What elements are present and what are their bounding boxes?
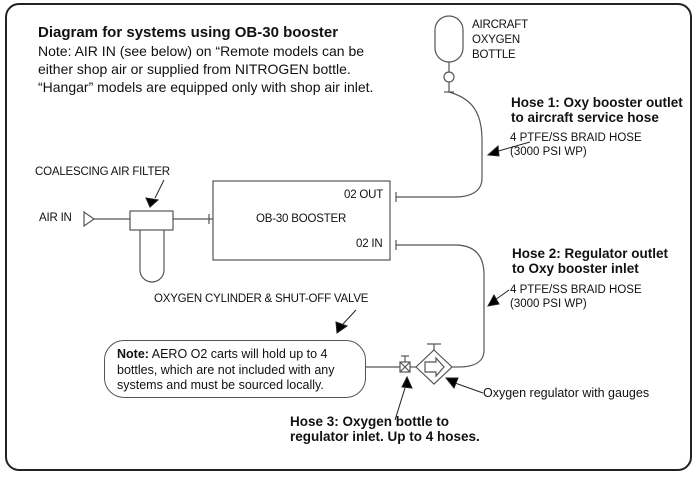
label-line: regulator inlet. Up to 4 hoses.: [290, 429, 480, 444]
booster-label: OB-30 BOOSTER: [256, 213, 347, 225]
hose-2-spec: 4 PTFE/SS BRAID HOSE (3000 PSI WP): [510, 283, 642, 311]
o2-in-label: 02 IN: [356, 238, 383, 250]
label-line: 4 PTFE/SS BRAID HOSE: [510, 284, 642, 296]
arrow-hose2: [487, 293, 500, 307]
hose-1-spec: 4 PTFE/SS BRAID HOSE (3000 PSI WP): [510, 131, 642, 159]
arrow-filter: [145, 197, 160, 208]
hose-1-line: [396, 91, 483, 198]
note-box-text: AERO O2 carts will hold up to 4 bottles,…: [117, 347, 335, 392]
arrow-hose1: [486, 144, 500, 157]
note-box-bold: Note:: [117, 347, 149, 361]
label-line: (3000 PSI WP): [510, 146, 587, 158]
label-line: OXYGEN: [472, 34, 521, 46]
regulator-label: Oxygen regulator with gauges: [483, 386, 650, 400]
label-line: to Oxy booster inlet: [512, 261, 639, 276]
diagram-frame: [5, 3, 692, 471]
arrow-cylinder: [335, 321, 349, 334]
header-note: Note: AIR IN (see below) on “Remote mode…: [38, 42, 373, 96]
ob30-booster-box: [212, 180, 391, 261]
note-line: Note: AIR IN (see below) on “Remote mode…: [38, 43, 365, 59]
arrow-hose3: [401, 375, 413, 389]
air-filter-bowl: [139, 230, 165, 283]
label-line: 4 PTFE/SS BRAID HOSE: [510, 132, 642, 144]
note-box: Note: AERO O2 carts will hold up to 4 bo…: [104, 340, 366, 398]
label-line: BOTTLE: [472, 49, 516, 61]
aircraft-bottle-label: AIRCRAFT OXYGEN BOTTLE: [472, 18, 528, 63]
oxygen-regulator-icon: [415, 349, 453, 385]
o2-out-label: 02 OUT: [344, 189, 384, 201]
aircraft-oxygen-bottle-shape: [434, 15, 464, 63]
cylinder-label: OXYGEN CYLINDER & SHUT-OFF VALVE: [154, 293, 369, 305]
note-line: either shop air or supplied from NITROGE…: [38, 61, 351, 77]
label-line: (3000 PSI WP): [510, 298, 587, 310]
air-in-label: AIR IN: [39, 212, 72, 224]
coalescing-filter-label: COALESCING AIR FILTER: [35, 166, 170, 178]
note-line: “Hangar” models are equipped only with s…: [38, 79, 374, 95]
diagram-title: Diagram for systems using OB-30 booster: [38, 24, 339, 41]
label-line: Hose 1: Oxy booster outlet: [511, 95, 683, 110]
label-line: AIRCRAFT: [472, 19, 528, 31]
hose-1-title: Hose 1: Oxy booster outlet to aircraft s…: [511, 95, 683, 125]
air-in-connector-icon: [83, 210, 96, 228]
hose-2-title: Hose 2: Regulator outlet to Oxy booster …: [512, 246, 668, 276]
label-line: Hose 3: Oxygen bottle to: [290, 414, 450, 429]
hose-2-line: [396, 244, 485, 368]
bottle-valve-icon: [443, 71, 455, 83]
air-filter-head: [129, 210, 174, 231]
label-line: to aircraft service hose: [511, 110, 659, 125]
hose-3-title: Hose 3: Oxygen bottle to regulator inlet…: [290, 414, 480, 444]
arrow-regulator: [444, 377, 459, 389]
label-line: Hose 2: Regulator outlet: [512, 246, 669, 261]
